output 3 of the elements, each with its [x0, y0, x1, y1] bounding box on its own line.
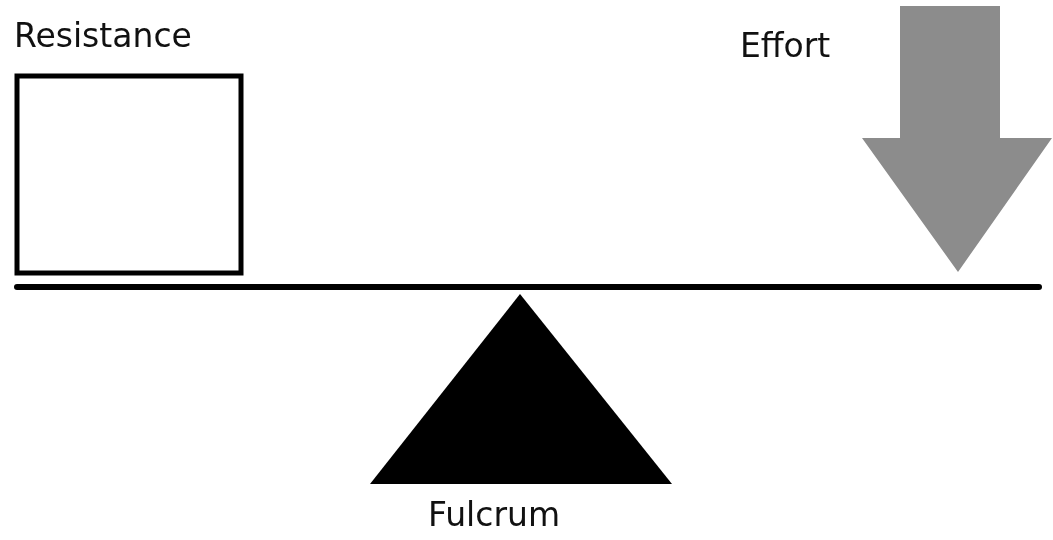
part-label: Resistance — [14, 16, 192, 56]
force-label: Effort — [740, 26, 831, 66]
part-label: Fulcrum — [428, 495, 561, 535]
